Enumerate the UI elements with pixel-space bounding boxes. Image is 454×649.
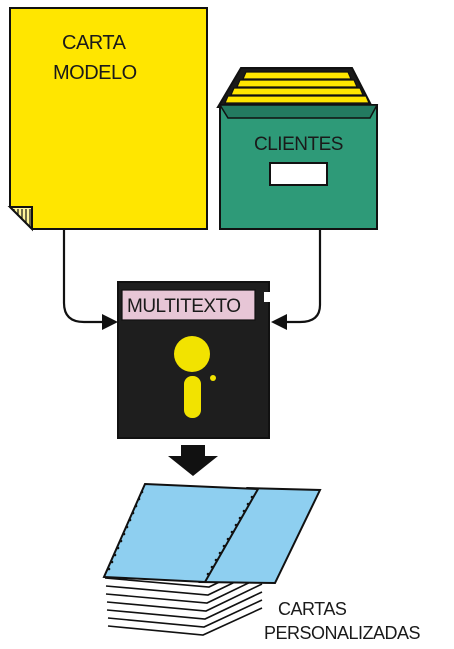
output-label-line2: PERSONALIZADAS — [264, 623, 421, 643]
template-letter-document: CARTA MODELO — [10, 8, 207, 229]
file-box-cards — [225, 72, 369, 103]
multitexto-floppy-disk: MULTITEXTO — [118, 282, 272, 438]
file-box-front-edge — [220, 105, 377, 118]
disk-notch — [264, 292, 272, 302]
arrow-head-right — [271, 314, 287, 330]
file-box-label-slot — [270, 163, 327, 185]
disk-label: MULTITEXTO — [127, 296, 241, 317]
disk-index-hole — [210, 375, 216, 381]
arrow-from-file-box — [279, 229, 320, 322]
document-label-line1: CARTA — [62, 32, 127, 54]
document-label-line2: MODELO — [53, 62, 137, 84]
personalized-letters-stack: CARTAS PERSONALIZADAS — [104, 484, 421, 643]
document-folded-corner — [10, 207, 32, 229]
arrow-from-document — [64, 229, 110, 322]
clients-file-box: CLIENTES — [218, 68, 377, 229]
output-arrow — [168, 445, 218, 476]
file-box-label: CLIENTES — [254, 134, 343, 155]
arrow-head-left — [102, 314, 118, 330]
output-label-line1: CARTAS — [278, 599, 347, 619]
disk-hub — [174, 336, 210, 372]
disk-read-window — [184, 376, 201, 418]
